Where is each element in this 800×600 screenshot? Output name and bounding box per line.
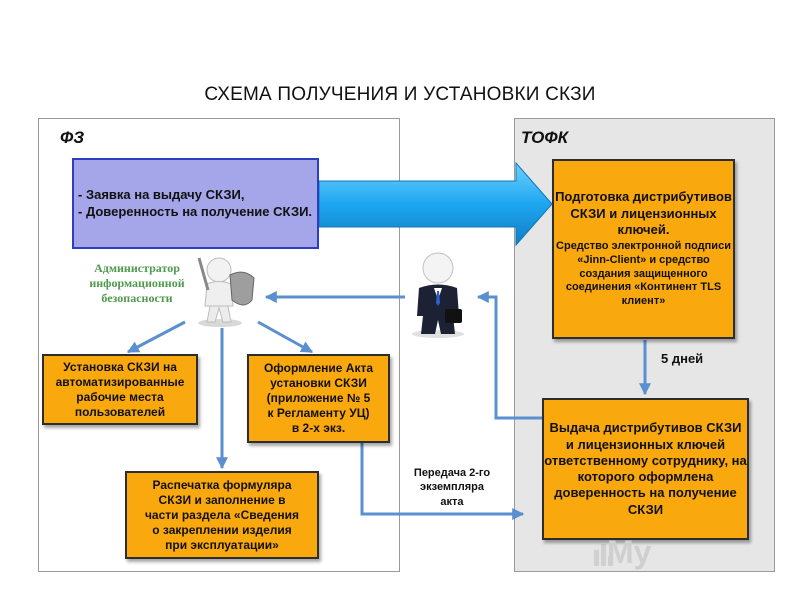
tofk-prep-box: Подготовка дистрибутивов СКЗИ и лицензио…	[552, 159, 735, 339]
arrow-issue-to-courier	[476, 291, 542, 420]
arrow-admin-to-install	[126, 320, 186, 354]
tofk-prep-title: Подготовка дистрибутивов СКЗИ и лицензио…	[555, 189, 732, 237]
install-box-text: Установка СКЗИ на автоматизированные раб…	[55, 359, 185, 419]
days-label: 5 дней	[661, 351, 704, 366]
issue-box: Выдача дистрибутивов СКЗИ и лицензионных…	[542, 398, 749, 540]
tofk-panel-label: ТОФК	[521, 128, 569, 147]
page-title: СХЕМА ПОЛУЧЕНИЯ И УСТАНОВКИ СКЗИ	[204, 84, 596, 105]
tofk-prep-subtitle: Средство электронной подписи «Jinn-Clien…	[556, 240, 731, 307]
request-box-text: - Заявка на выдачу СКЗИ, - Доверенность …	[78, 187, 313, 219]
print-box-text: Распечатка формуляра СКЗИ и заполнение в…	[144, 477, 300, 552]
big-transfer-arrow	[318, 161, 553, 247]
act-box: Оформление Акта установки СКЗИ (приложен…	[247, 354, 390, 443]
issue-box-text: Выдача дистрибутивов СКЗИ и лицензионных…	[544, 420, 747, 517]
print-box: Распечатка формуляра СКЗИ и заполнение в…	[125, 471, 319, 559]
watermark-text: My	[607, 534, 652, 570]
admin-label: Администратор информационной безопасност…	[89, 261, 185, 305]
arrow-act-to-issue	[360, 443, 525, 520]
act-box-text: Оформление Акта установки СКЗИ (приложен…	[263, 361, 374, 435]
transfer-label: Передача 2-го экземпляра акта	[413, 467, 491, 508]
watermark-logo-icon	[594, 544, 613, 566]
install-box: Установка СКЗИ на автоматизированные раб…	[42, 354, 198, 425]
arrow-admin-to-act	[257, 320, 314, 354]
admin-figure-icon	[197, 257, 255, 327]
courier-figure-icon	[412, 252, 464, 338]
fz-panel-label: ФЗ	[60, 128, 85, 147]
request-box: - Заявка на выдачу СКЗИ, - Доверенность …	[72, 158, 319, 249]
